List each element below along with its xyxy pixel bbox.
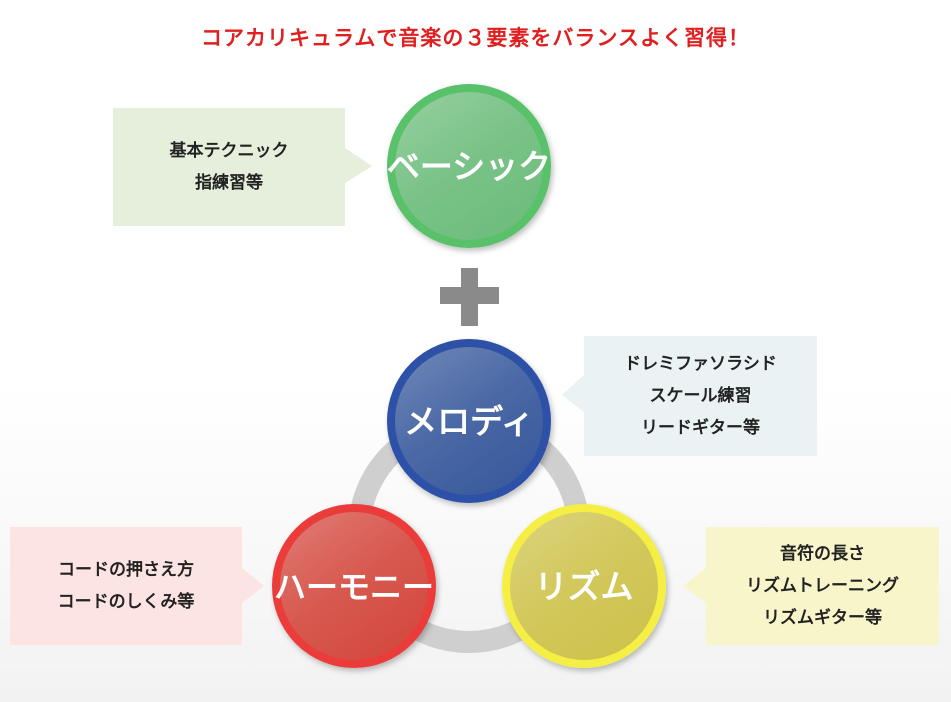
rhythm-circle: [502, 504, 666, 668]
harmony-detail-line: コードのしくみ等: [57, 592, 195, 612]
melody-detail-line: リードギター等: [641, 418, 760, 439]
rhythm-detail-line: 音符の長さ: [780, 543, 865, 564]
harmony-circle-label: ハーモニー: [274, 568, 434, 606]
melody-detail-box: ドレミファソラシド スケール練習 リードギター等: [584, 336, 817, 456]
rhythm-circle-label: リズム: [535, 567, 634, 606]
plus-icon: [440, 268, 499, 326]
basic-detail-box: 基本テクニック 指練習等: [113, 108, 345, 226]
basic-circle: [387, 84, 551, 248]
rhythm-detail-box: 音符の長さ リズムトレーニング リズムギター等: [706, 527, 939, 645]
melody-circle: [387, 339, 551, 503]
basic-box-pointer: [345, 148, 372, 183]
basic-detail-line: 基本テクニック: [169, 140, 289, 161]
rhythm-detail-line: リズムギター等: [763, 608, 882, 629]
melody-box-pointer: [562, 375, 584, 412]
melody-detail-line: スケール練習: [649, 385, 752, 406]
melody-circle-label: メロディ: [404, 402, 534, 441]
harmony-circle: [272, 504, 436, 668]
rhythm-box-pointer: [683, 568, 706, 603]
page-title: コアカリキュラムで音楽の３要素をバランスよく習得！: [201, 26, 750, 50]
harmony-box-pointer: [242, 568, 264, 603]
basic-detail-line: 指練習等: [195, 173, 263, 193]
rhythm-detail-line: リズムトレーニング: [746, 575, 899, 596]
basic-circle-label: ベーシック: [387, 147, 551, 186]
harmony-detail-line: コードの押さえ方: [58, 559, 194, 580]
melody-detail-line: ドレミファソラシド: [624, 353, 777, 374]
harmony-detail-box: コードの押さえ方 コードのしくみ等: [10, 527, 242, 645]
